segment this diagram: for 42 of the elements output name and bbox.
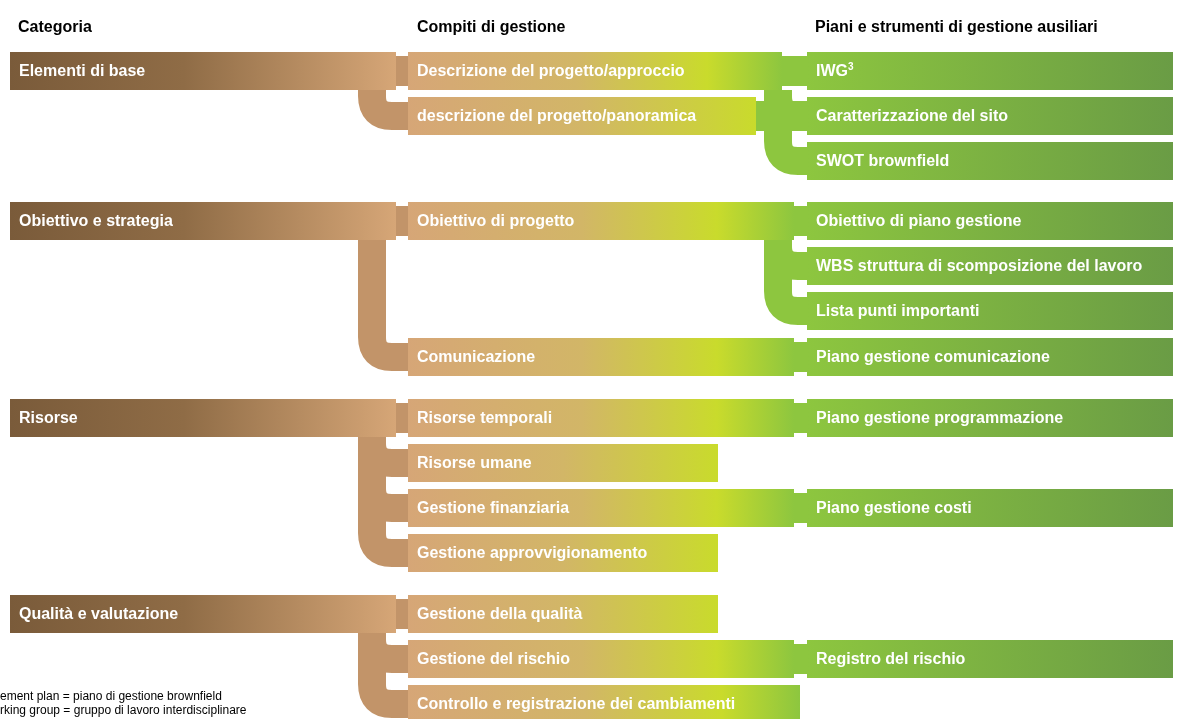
connector-ribbon bbox=[756, 101, 807, 131]
connector-ribbon bbox=[396, 206, 408, 236]
task-bar: Gestione della qualità bbox=[408, 595, 718, 633]
connector-ribbon bbox=[794, 644, 807, 674]
task-bar: Risorse umane bbox=[408, 444, 718, 482]
connector-ribbon bbox=[794, 493, 807, 523]
category-bar: Risorse bbox=[10, 399, 396, 437]
tool-bar: WBS struttura di scomposizione del lavoro bbox=[807, 247, 1173, 285]
task-bar: Gestione del rischio bbox=[408, 640, 794, 678]
connector-ribbon bbox=[396, 403, 408, 433]
task-bar: Comunicazione bbox=[408, 338, 794, 376]
tool-bar: SWOT brownfield bbox=[807, 142, 1173, 180]
tool-bar: Registro del rischio bbox=[807, 640, 1173, 678]
task-bar: Descrizione del progetto/approccio bbox=[408, 52, 782, 90]
column-header: Compiti di gestione bbox=[417, 18, 566, 36]
tool-bar: Piano gestione comunicazione bbox=[807, 338, 1173, 376]
task-bar: descrizione del progetto/panoramica bbox=[408, 97, 756, 135]
tool-bar: Obiettivo di piano gestione bbox=[807, 202, 1173, 240]
tool-bar: Lista punti importanti bbox=[807, 292, 1173, 330]
tool-bar: Piano gestione costi bbox=[807, 489, 1173, 527]
connector-ribbon bbox=[794, 206, 807, 236]
tool-bar: Caratterizzazione del sito bbox=[807, 97, 1173, 135]
category-bar: Obiettivo e strategia bbox=[10, 202, 396, 240]
category-bar: Elementi di base bbox=[10, 52, 396, 90]
column-header: Categoria bbox=[18, 18, 92, 36]
connector-ribbon bbox=[396, 56, 408, 86]
task-bar: Controllo e registrazione dei cambiamenti bbox=[408, 685, 800, 719]
footnote: ement plan = piano di gestione brownfield bbox=[0, 689, 222, 703]
category-bar: Qualità e valutazione bbox=[10, 595, 396, 633]
column-header: Piani e strumenti di gestione ausiliari bbox=[815, 18, 1098, 36]
tool-bar: Piano gestione programmazione bbox=[807, 399, 1173, 437]
footnote: rking group = gruppo di lavoro interdisciplinare bbox=[0, 703, 247, 717]
connector-ribbon bbox=[794, 403, 807, 433]
connector-ribbon bbox=[396, 599, 408, 629]
task-bar: Obiettivo di progetto bbox=[408, 202, 794, 240]
task-bar: Gestione finanziaria bbox=[408, 489, 794, 527]
task-bar: Risorse temporali bbox=[408, 399, 794, 437]
connector-ribbon bbox=[794, 342, 807, 372]
connector-ribbon bbox=[782, 56, 807, 86]
task-bar: Gestione approvvigionamento bbox=[408, 534, 718, 572]
tool-bar: IWG$^{3}$ bbox=[807, 52, 1173, 90]
connector-ribbon bbox=[358, 240, 408, 371]
